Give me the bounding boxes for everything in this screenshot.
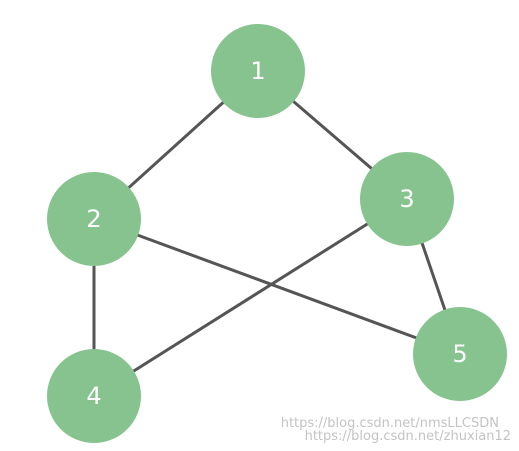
node-circle-5 — [413, 307, 507, 401]
watermark-line-2: https://blog.csdn.net/zhuxian12 — [304, 429, 511, 444]
node-circle-1 — [211, 24, 305, 118]
node-circle-4 — [47, 349, 141, 443]
node-5: 5 — [413, 307, 507, 401]
edge-3-4 — [92, 197, 409, 398]
node-label-1: 1 — [250, 57, 265, 85]
watermark-line-1: https://blog.csdn.net/nmsLLCSDN — [280, 416, 499, 431]
node-label-5: 5 — [452, 340, 467, 368]
node-4: 4 — [47, 349, 141, 443]
node-label-3: 3 — [399, 185, 414, 213]
node-circle-2 — [47, 172, 141, 266]
node-3: 3 — [360, 152, 454, 246]
node-1: 1 — [211, 24, 305, 118]
node-circle-3 — [360, 152, 454, 246]
node-label-4: 4 — [86, 382, 101, 410]
node-group: 1 2 3 4 5 — [47, 24, 507, 443]
edge-2-5 — [92, 217, 462, 356]
node-label-2: 2 — [86, 205, 101, 233]
node-2: 2 — [47, 172, 141, 266]
